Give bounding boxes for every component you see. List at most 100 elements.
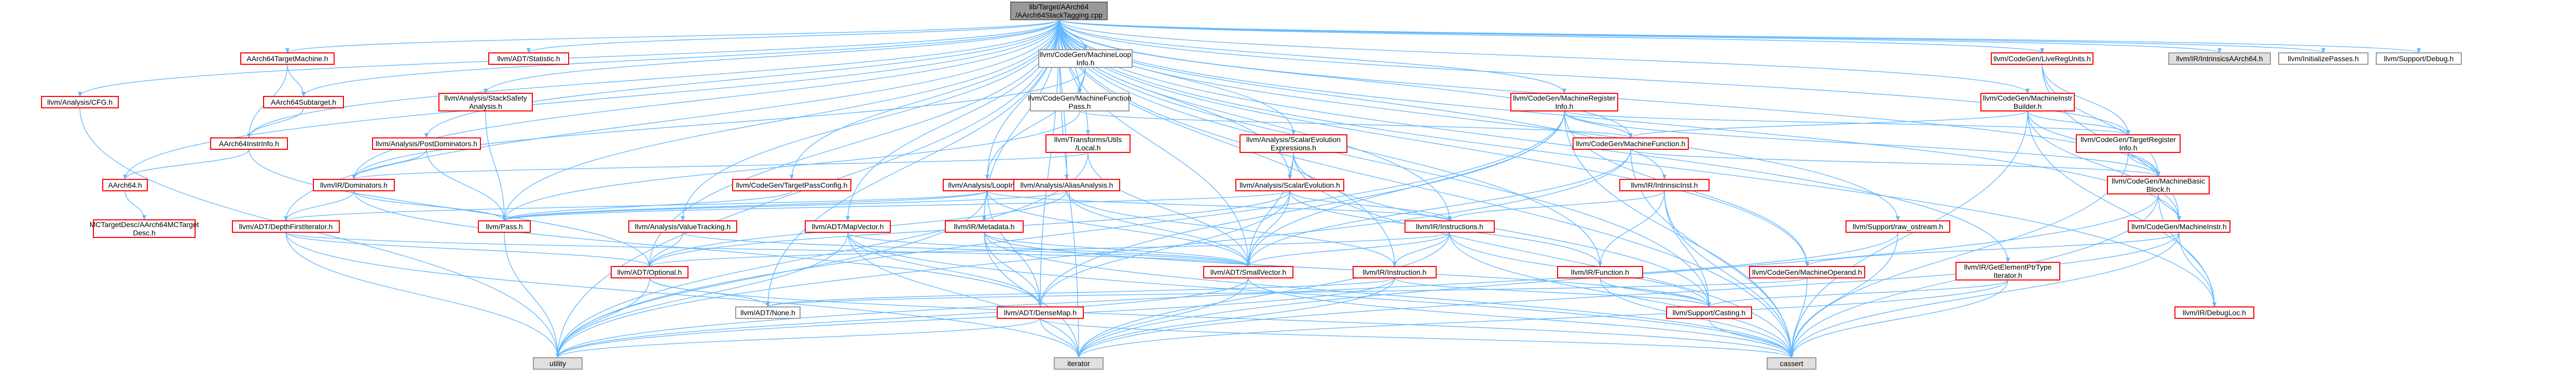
edge-root-to-pass bbox=[502, 19, 1059, 221]
node-mapv[interactable]: llvm/ADT/MapVector.h bbox=[805, 220, 891, 233]
edge-root-to-mib bbox=[1058, 19, 2030, 94]
node-box bbox=[1239, 134, 1347, 153]
edge-meta-to-iter bbox=[984, 232, 1081, 358]
node-box bbox=[735, 306, 801, 319]
edge-inst-to-iter bbox=[1077, 277, 1395, 358]
edge-mapv-to-cassert bbox=[847, 232, 1794, 358]
node-opt[interactable]: llvm/ADT/Optional.h bbox=[611, 266, 688, 278]
node-dfi[interactable]: llvm/ADT/DepthFirstIterator.h bbox=[232, 220, 340, 233]
node-a64[interactable]: AArch64.h bbox=[102, 179, 148, 191]
node-dm[interactable]: llvm/ADT/DenseMap.h bbox=[997, 306, 1084, 319]
edge-iri-to-func bbox=[1598, 190, 1665, 267]
node-box bbox=[1404, 220, 1495, 233]
node-box bbox=[2076, 134, 2181, 153]
node-label: llvm/IR/Instructions.h bbox=[1416, 222, 1483, 231]
node-box bbox=[210, 137, 288, 150]
edge-se-to-sv bbox=[1246, 190, 1290, 267]
node-box bbox=[438, 93, 533, 111]
node-seexp[interactable]: llvm/Analysis/ScalarEvolutionExpressions… bbox=[1239, 134, 1347, 153]
node-box bbox=[1510, 93, 1618, 111]
edge-pass-to-util bbox=[504, 232, 560, 358]
edge-mfp-to-mf bbox=[1079, 110, 1633, 138]
edge-mapv-to-sv bbox=[847, 232, 1250, 267]
node-root: lib/Target/AArch64/AArch64StackTagging.c… bbox=[1010, 2, 1108, 20]
node-box bbox=[1030, 93, 1129, 111]
edge-gep-to-cast bbox=[1707, 279, 2008, 307]
node-label: Info.h bbox=[1076, 59, 1094, 67]
node-cast[interactable]: llvm/Support/Casting.h bbox=[1666, 306, 1752, 319]
edge-mapv-to-iter bbox=[847, 232, 1081, 358]
node-sub[interactable]: AArch64Subtarget.h bbox=[263, 96, 344, 108]
edge-aa-to-pass bbox=[502, 190, 1067, 221]
node-box bbox=[313, 179, 395, 191]
node-label: llvm/CodeGen/MachineFunction.h bbox=[1576, 139, 1686, 148]
edge-root-to-aint bbox=[1058, 19, 2222, 53]
node-tul[interactable]: llvm/Transforms/Utils/Local.h bbox=[1045, 134, 1131, 153]
node-box bbox=[1557, 266, 1643, 278]
edge-root-to-dbg bbox=[1058, 19, 2421, 53]
node-label: llvm/Transforms/Utils bbox=[1054, 135, 1122, 144]
node-label: Pass.h bbox=[1069, 102, 1091, 110]
edge-opt-to-cassert bbox=[649, 277, 1794, 358]
node-iri[interactable]: llvm/IR/IntrinsicInst.h bbox=[1619, 179, 1710, 191]
node-func[interactable]: llvm/IR/Function.h bbox=[1557, 266, 1643, 278]
node-box bbox=[478, 220, 531, 233]
edge-gep-to-cassert bbox=[1789, 279, 2008, 358]
node-aa[interactable]: llvm/Analysis/AliasAnalysis.h bbox=[1013, 179, 1120, 191]
node-dl[interactable]: llvm/IR/DebugLoc.h bbox=[2174, 306, 2254, 319]
node-pass[interactable]: llvm/Pass.h bbox=[478, 220, 531, 233]
node-label: llvm/CodeGen/MachineInstr bbox=[1983, 94, 2073, 102]
node-label: AArch64.h bbox=[108, 181, 142, 189]
edge-root-to-mri bbox=[1058, 19, 1566, 94]
node-acfg[interactable]: llvm/Analysis/CFG.h bbox=[41, 96, 119, 108]
node-tpc[interactable]: llvm/CodeGen/TargetPassConfig.h bbox=[732, 179, 851, 191]
edge-root-to-ssa bbox=[484, 19, 1059, 94]
node-label: llvm/Analysis/ScalarEvolution bbox=[1246, 135, 1341, 144]
node-label: llvm/ADT/MapVector.h bbox=[812, 222, 884, 231]
node-box bbox=[1013, 179, 1120, 191]
node-label: llvm/CodeGen/TargetRegister bbox=[2081, 135, 2176, 144]
node-label: llvm/CodeGen/MachineRegister bbox=[1513, 94, 1616, 102]
node-label: llvm/IR/Instruction.h bbox=[1363, 268, 1427, 276]
node-mo[interactable]: llvm/CodeGen/MachineOperand.h bbox=[1749, 266, 1865, 278]
node-lru[interactable]: llvm/CodeGen/LiveRegUnits.h bbox=[1991, 52, 2093, 65]
node-stat[interactable]: llvm/ADT/Statistic.h bbox=[488, 52, 569, 65]
edge-root-to-tri bbox=[1058, 19, 2130, 135]
node-sv[interactable]: llvm/ADT/SmallVector.h bbox=[1203, 266, 1293, 278]
node-raw[interactable]: llvm/Support/raw_ostream.h bbox=[1845, 220, 1950, 233]
node-box bbox=[2128, 220, 2230, 233]
node-box bbox=[2174, 306, 2254, 319]
node-atm[interactable]: AArch64TargetMachine.h bbox=[240, 52, 335, 65]
edge-mi-to-dl bbox=[2179, 232, 2216, 307]
node-inst[interactable]: llvm/IR/Instruction.h bbox=[1353, 266, 1437, 278]
node-vt[interactable]: llvm/Analysis/ValueTracking.h bbox=[628, 220, 737, 233]
node-label: llvm/ADT/Statistic.h bbox=[497, 54, 560, 63]
node-se[interactable]: llvm/Analysis/ScalarEvolution.h bbox=[1235, 179, 1344, 191]
node-pdt[interactable]: llvm/Analysis/PostDominators.h bbox=[372, 137, 481, 150]
edge-meta-to-sv bbox=[984, 232, 1250, 267]
node-li[interactable]: llvm/Analysis/LoopInfo.h bbox=[943, 179, 1032, 191]
edge-dfi-to-opt bbox=[285, 232, 652, 267]
node-mi[interactable]: llvm/CodeGen/MachineInstr.h bbox=[2128, 220, 2230, 233]
node-ainfo[interactable]: AArch64InstrInfo.h bbox=[210, 137, 288, 150]
node-box bbox=[1666, 306, 1752, 319]
node-label: llvm/IR/Dominators.h bbox=[320, 181, 388, 189]
node-none: llvm/ADT/None.h bbox=[735, 306, 801, 319]
node-label: llvm/CodeGen/MachineBasic bbox=[2112, 177, 2205, 185]
node-box bbox=[232, 220, 340, 233]
edge-tul-to-sv bbox=[1087, 152, 1250, 267]
node-dom[interactable]: llvm/IR/Dominators.h bbox=[313, 179, 395, 191]
edge-root-to-mf bbox=[1058, 19, 1633, 138]
node-meta[interactable]: llvm/IR/Metadata.h bbox=[945, 220, 1024, 233]
node-label: Desc.h bbox=[133, 229, 156, 237]
node-mf[interactable]: llvm/CodeGen/MachineFunction.h bbox=[1573, 137, 1689, 150]
node-insts[interactable]: llvm/IR/Instructions.h bbox=[1404, 220, 1495, 233]
